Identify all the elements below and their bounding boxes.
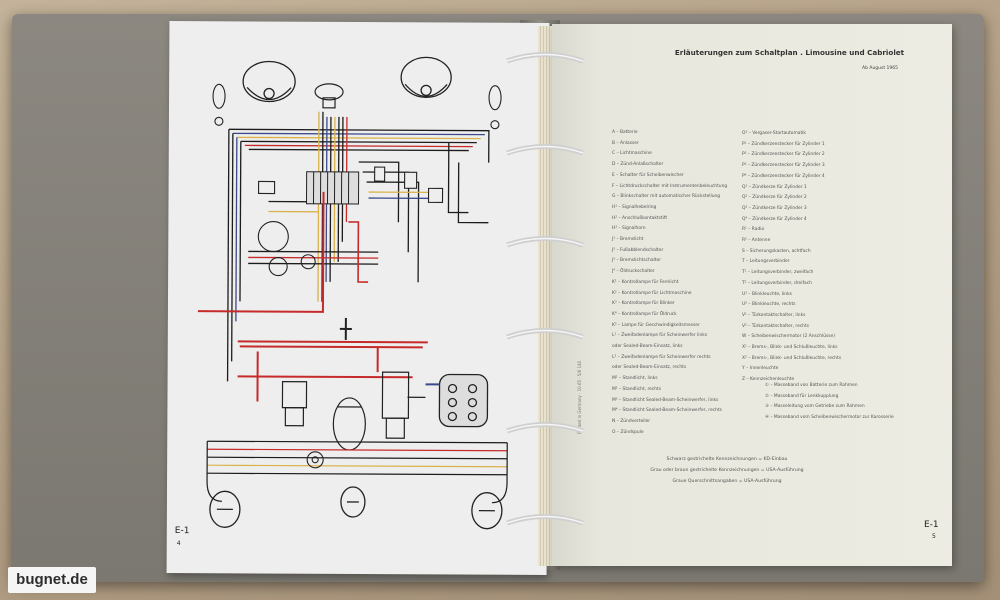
legend-entry: M² – Standlicht, rechts: [612, 386, 662, 392]
legend-entry: K³ – Kontrollampe für Blinker: [612, 301, 675, 307]
legend-entry: J¹ – Bremslicht: [612, 237, 644, 243]
legend-entry: A – Batterie: [612, 130, 638, 135]
legend-entry: B – Anlasser: [612, 140, 639, 146]
legend-entry: T – Leitungsverbinder: [742, 259, 790, 265]
engine-components: [281, 371, 426, 451]
fuse-box: [305, 171, 360, 205]
legend-entry: O¹ – Vergaser-Startautomatik: [742, 131, 806, 136]
legend-entry: H¹ – Signalhebelring: [612, 204, 657, 210]
legend-entry: Q³ – Zündkerze für Zylinder 3: [742, 205, 807, 211]
legend-entry: X² – Brems-, Blink- und Schlußleuchte, r…: [742, 355, 842, 361]
line-key-entry: Graue Querschnittsangaben = USA-Ausführu…: [672, 479, 782, 485]
line-key: Schwarz gestrichelte Kennzeichnungen = K…: [602, 454, 852, 488]
wiring-diagram: E-1 4: [175, 56, 508, 547]
binder-ring-6: [506, 514, 584, 526]
legend-entry: W – Scheibenwischermotor (2 Anschlüsse): [742, 334, 835, 340]
page-stack-edges: [538, 26, 554, 566]
legend-left: A – Batterie B – Anlasser C – Lichtmaschin…: [612, 128, 727, 438]
legend-entry: S – Sicherungskasten, achtfach: [742, 248, 811, 254]
circled-note: ③ – Masseleitung vom Getriebe zum Rahmen: [765, 404, 865, 410]
legend-entry: Z – Kennzeichenleuchte: [742, 377, 795, 383]
right-page-number: 5: [932, 533, 936, 540]
legend-entry: K⁵ – Lampe für Geschwindigkeitsmesser: [612, 322, 700, 328]
legend-entry: P⁴ – Zündkerzenstecker für Zylinder 4: [742, 173, 825, 179]
binder-ring-1: [506, 52, 584, 64]
legend-entry: H² – Anschlußkontaktstift: [612, 215, 668, 221]
legend-entry: K¹ – Kontrollampe für Fernlicht: [612, 279, 679, 285]
right-page-section: E-1: [924, 520, 939, 530]
legend-entry: U¹ – Blinkleuchte, links: [742, 291, 792, 297]
legend-entry: R¹ – Radio: [742, 227, 765, 233]
left-page: E-1 4: [166, 21, 550, 575]
circled-note: ② – Masseband für Lenkkupplung: [765, 393, 839, 399]
legend-right: O¹ – Vergaser-Startautomatik P¹ – Zündker…: [742, 129, 841, 386]
front-lamps: [212, 83, 502, 130]
legend-entry: J² – Fußabblendschalter: [612, 247, 664, 253]
legend-entry: P³ – Zündkerzenstecker für Zylinder 3: [742, 163, 825, 169]
legend-entry: G – Blinkschalter mit automatischer Rück…: [612, 194, 721, 200]
legend-entry: Q¹ – Zündkerze für Zylinder 1: [742, 184, 807, 190]
left-page-number: 4: [177, 540, 181, 547]
binder-ring-5: [506, 422, 584, 434]
horn: [314, 83, 344, 109]
legend-entry: M³ – Standlicht Sealed-Beam-Scheinwerfer…: [612, 397, 719, 403]
binder-ring-4: [506, 328, 584, 340]
legend-entry: T² – Leitungsverbinder, dreifach: [742, 280, 812, 286]
binder-ring-2: [506, 144, 584, 156]
right-page: Erläuterungen zum Schaltplan . Limousine…: [552, 24, 952, 566]
legend-entry: X¹ – Brems-, Blink- und Schlußleuchte, l…: [742, 345, 838, 351]
legend-entry: D – Zünd-Anlaßschalter: [612, 162, 664, 168]
legend-entry: R² – Antenne: [742, 238, 771, 244]
legend-entry: H³ – Signalhorn: [612, 226, 646, 232]
tail-lights: [209, 486, 503, 530]
legend-entry: P¹ – Zündkerzenstecker für Zylinder 1: [742, 141, 825, 147]
legend-entry: Q⁴ – Zündkerze für Zylinder 4: [742, 216, 807, 222]
legend-entry: K² – Kontrollampe für Lichtmaschine: [612, 290, 692, 296]
legend-entry: C – Lichtmaschine: [612, 151, 652, 157]
legend-entry: L¹ – Zweifadenlampe für Scheinwerfer lin…: [612, 333, 708, 339]
page-title: Erläuterungen zum Schaltplan . Limousine…: [674, 48, 905, 57]
page-date: Ab August 1965: [862, 66, 898, 71]
legend-entry: L² – Zweifadenlampe für Scheinwerfer rec…: [612, 354, 711, 360]
left-page-section: E-1: [175, 526, 190, 536]
legend-entry: E – Schalter für Scheibenwischer: [612, 172, 684, 178]
rear-harness: [206, 440, 508, 504]
headlight-left: [242, 60, 296, 103]
line-key-entry: Schwarz gestrichelte Kennzeichnungen = K…: [666, 457, 788, 462]
legend-entry: J⁴ – Öldruckschalter: [612, 269, 655, 275]
legend-entry: J³ – Bremslichtschalter: [612, 258, 662, 264]
binder-ring-3: [506, 236, 584, 248]
instrument-cluster: [257, 166, 444, 277]
legend-entry: F – Lichtdruckschalter mit Instrumentenb…: [612, 183, 728, 189]
line-key-entry: Grau oder braun gestrichelte Kennzeichnu…: [650, 468, 804, 474]
legend-entry: V² – Türkontaktschalter, rechts: [742, 323, 809, 329]
legend-entry: Q² – Zündkerze für Zylinder 2: [742, 195, 807, 201]
legend-entry: oder Sealed-Beam-Einsatz, links: [612, 344, 683, 350]
circled-note: ④ – Masseband vom Scheibenwischermotor z…: [765, 414, 894, 420]
steering-marker: [339, 317, 352, 340]
legend-entry: U² – Blinkleuchte, rechts: [742, 302, 796, 308]
battery-cable: [197, 191, 428, 402]
legend-entry: P² – Zündkerzenstecker für Zylinder 2: [742, 152, 825, 158]
legend-entry: M¹ – Standlicht, links: [612, 376, 658, 382]
legend-entry: oder Sealed-Beam-Einsatz, rechts: [612, 365, 687, 371]
circled-notes: ① – Masseband von Batterie zum Rahmen ② –…: [765, 381, 894, 423]
legend-entry: Y – Innenleuchte: [742, 366, 779, 372]
headlight-right: [400, 56, 452, 99]
dashboard-switch: [425, 373, 489, 428]
legend-entry: V¹ – Türkontaktschalter, links: [742, 312, 806, 318]
legend-entry: K⁴ – Kontrollampe für Öldruck: [612, 311, 677, 317]
circled-note: ① – Masseband von Batterie zum Rahmen: [765, 383, 858, 388]
legend-entry: T¹ – Leitungsverbinder, zweifach: [742, 270, 814, 276]
legend-entry: O – Zündspule: [612, 429, 644, 435]
legend-entry: M⁴ – Standlicht Sealed-Beam-Scheinwerfer…: [612, 408, 722, 414]
watermark-logo: bugnet.de: [8, 567, 96, 593]
legend-entry: N – Zündverteiler: [612, 418, 651, 424]
distributor: [306, 451, 324, 469]
